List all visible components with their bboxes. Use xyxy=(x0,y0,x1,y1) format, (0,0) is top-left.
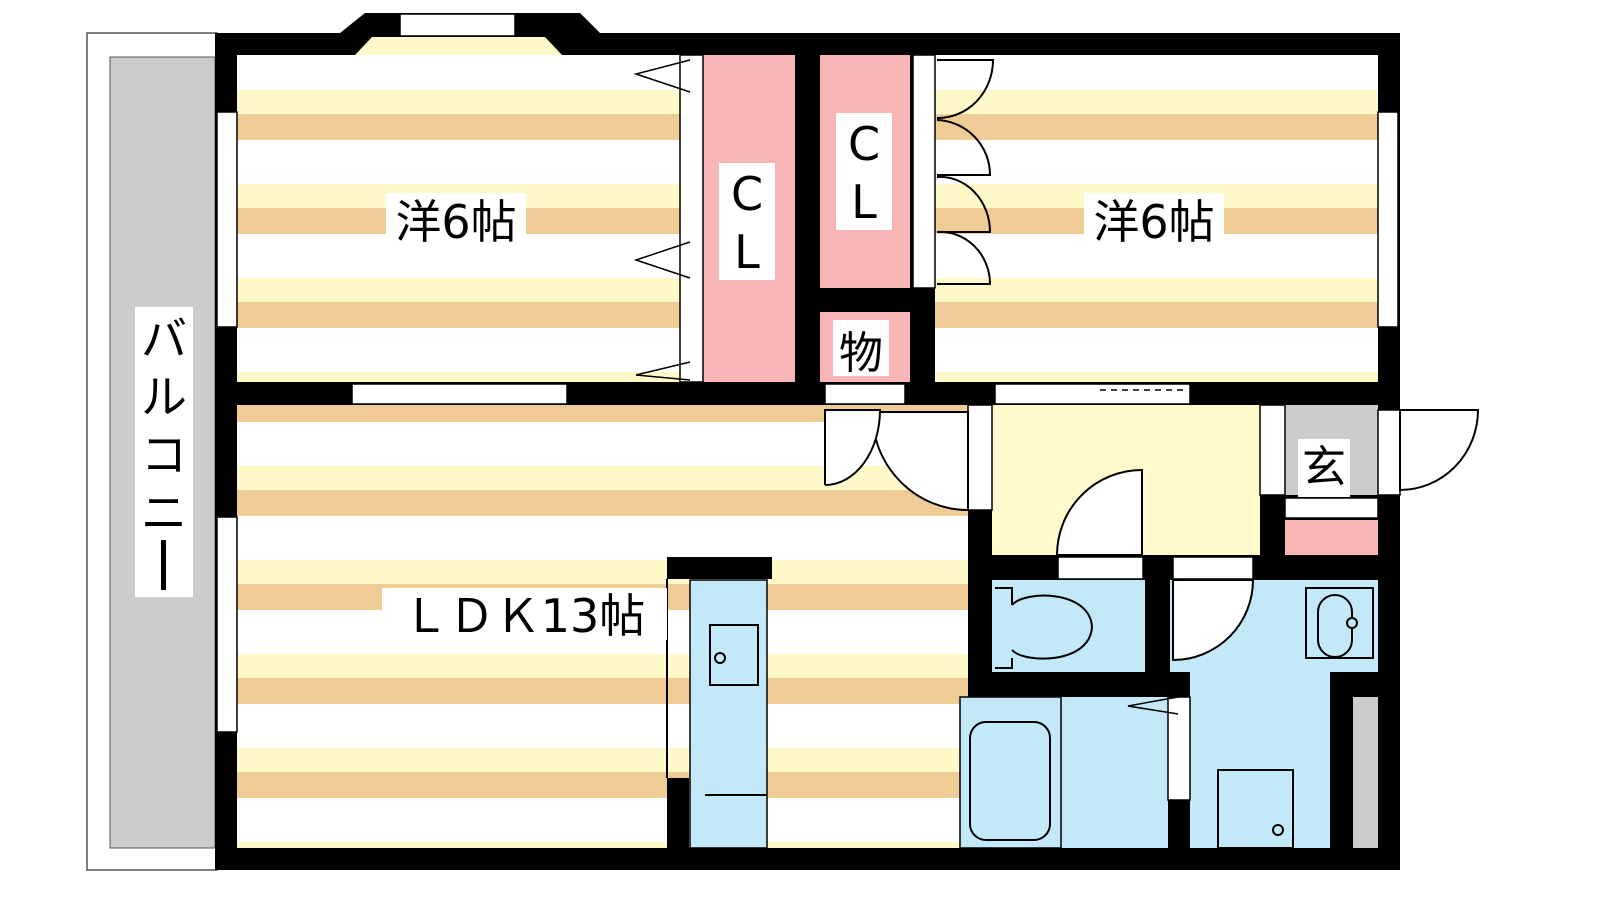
shoe-cabinet xyxy=(1285,520,1378,555)
entrance-frame xyxy=(1259,404,1286,496)
sliding-door-bedroom1 xyxy=(351,383,568,405)
balcony xyxy=(86,32,218,871)
washroom-wall xyxy=(1330,672,1353,848)
label-storage: 物 xyxy=(833,320,889,379)
kitchen-counter xyxy=(689,579,768,849)
kitchen-wall xyxy=(667,557,772,579)
bay-floor xyxy=(355,37,562,55)
storage-door xyxy=(824,383,906,405)
toilet-room xyxy=(992,580,1145,672)
bath-door xyxy=(1167,696,1191,801)
label-western-room-2: 洋6帖 xyxy=(1084,193,1224,249)
svg-text:物: 物 xyxy=(839,328,883,379)
svg-text:C: C xyxy=(848,117,880,171)
svg-text:L: L xyxy=(734,225,760,279)
window-east xyxy=(1377,111,1399,328)
label-ldk: ＬＤＫ13帖 xyxy=(382,588,667,643)
svg-text:C: C xyxy=(731,167,763,221)
ldk-door-frame xyxy=(967,404,993,511)
svg-text:ニ: ニ xyxy=(141,486,187,540)
svg-text:玄: 玄 xyxy=(1302,442,1346,493)
label-closet-1: C L xyxy=(719,163,775,280)
label-entrance: 玄 xyxy=(1298,439,1350,497)
svg-text:ル: ル xyxy=(141,370,187,424)
label-balcony: バ ル コ ニ xyxy=(135,307,193,597)
svg-text:コ: コ xyxy=(141,428,187,482)
window-west-2 xyxy=(216,516,238,733)
svg-text:L: L xyxy=(851,175,877,229)
svg-text:バ: バ xyxy=(141,312,187,366)
closet1-folding-doors xyxy=(633,59,1179,715)
front-door xyxy=(1399,409,1480,492)
label-western-room-1: 洋6帖 xyxy=(386,193,526,249)
toilet-door-opening xyxy=(1057,556,1144,580)
toilet-fixture xyxy=(995,587,1094,669)
bathroom xyxy=(960,697,1168,848)
svg-text:ＬＤＫ13帖: ＬＤＫ13帖 xyxy=(403,589,646,643)
bay-window xyxy=(399,13,516,37)
svg-text:洋6帖: 洋6帖 xyxy=(395,195,516,249)
kitchen-wall-low xyxy=(667,778,689,848)
washroom-lower xyxy=(1190,672,1330,848)
washroom-storage xyxy=(1353,697,1378,848)
label-closet-2: C L xyxy=(836,113,892,230)
closet2-door-frame xyxy=(912,54,936,289)
svg-text:洋6帖: 洋6帖 xyxy=(1093,195,1214,249)
washroom-door xyxy=(1172,579,1255,662)
toilet-door xyxy=(1055,468,1143,556)
closet-door-track xyxy=(679,54,704,383)
wash-basin xyxy=(1305,587,1374,659)
washing-machine xyxy=(1217,769,1294,849)
wash-door-opening xyxy=(1172,556,1254,580)
sliding-door-bedroom2 xyxy=(994,383,1191,405)
sink xyxy=(709,624,759,686)
front-door-frame xyxy=(1377,409,1401,496)
window-west-1 xyxy=(216,111,238,328)
bathtub xyxy=(959,696,1062,849)
entrance-step xyxy=(1284,497,1379,519)
storage-swing-door xyxy=(824,409,882,486)
closet2-doors xyxy=(936,59,995,285)
